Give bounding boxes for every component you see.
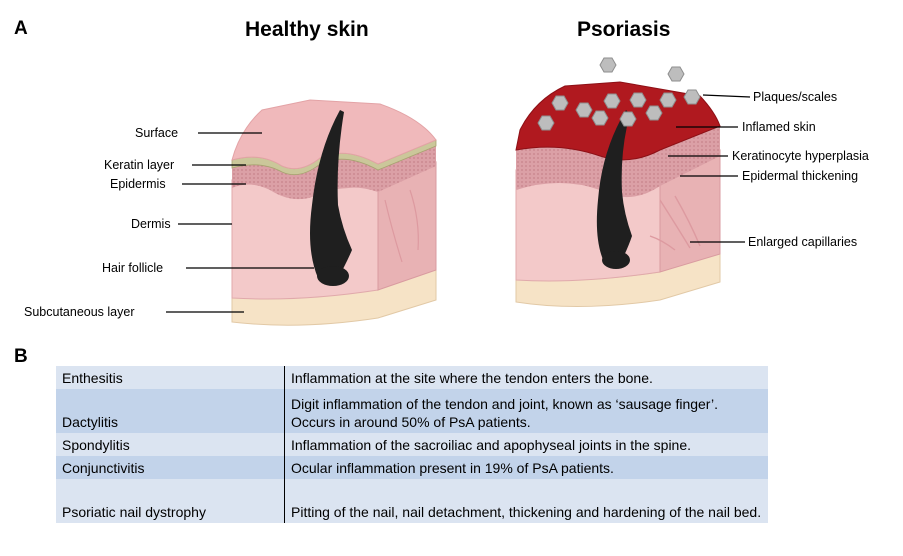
- description-cell: Pitting of the nail, nail detachment, th…: [285, 479, 769, 523]
- label-keratinocyte-hyperplasia: Keratinocyte hyperplasia: [732, 150, 869, 163]
- label-subcutaneous-layer: Subcutaneous layer: [24, 306, 135, 319]
- term-cell: Spondylitis: [56, 433, 285, 456]
- label-inflamed-skin: Inflamed skin: [742, 121, 816, 134]
- healthy-skin-block: [232, 100, 436, 325]
- conditions-table: Enthesitis Inflammation at the site wher…: [56, 366, 768, 523]
- term-cell: Conjunctivitis: [56, 456, 285, 479]
- table-row: Enthesitis Inflammation at the site wher…: [56, 366, 768, 389]
- description-cell: Inflammation of the sacroiliac and apoph…: [285, 433, 769, 456]
- label-plaques-scales: Plaques/scales: [753, 91, 837, 104]
- term-cell: Enthesitis: [56, 366, 285, 389]
- label-hair-follicle: Hair follicle: [102, 262, 163, 275]
- label-surface: Surface: [135, 127, 178, 140]
- label-keratin-layer: Keratin layer: [104, 159, 174, 172]
- label-dermis: Dermis: [131, 218, 171, 231]
- label-epidermis: Epidermis: [110, 178, 166, 191]
- label-enlarged-capillaries: Enlarged capillaries: [748, 236, 857, 249]
- term-cell: Psoriatic nail dystrophy: [56, 479, 285, 523]
- term-cell: Dactylitis: [56, 389, 285, 433]
- table-row: Dactylitis Digit inflammation of the ten…: [56, 389, 768, 433]
- table-row: Spondylitis Inflammation of the sacroili…: [56, 433, 768, 456]
- table-row: Psoriatic nail dystrophy Pitting of the …: [56, 479, 768, 523]
- description-cell: Digit inflammation of the tendon and joi…: [285, 389, 769, 433]
- label-epidermal-thickening: Epidermal thickening: [742, 170, 858, 183]
- table-row: Conjunctivitis Ocular inflammation prese…: [56, 456, 768, 479]
- description-cell: Ocular inflammation present in 19% of Ps…: [285, 456, 769, 479]
- description-cell: Inflammation at the site where the tendo…: [285, 366, 769, 389]
- panel-b-label: B: [14, 346, 28, 368]
